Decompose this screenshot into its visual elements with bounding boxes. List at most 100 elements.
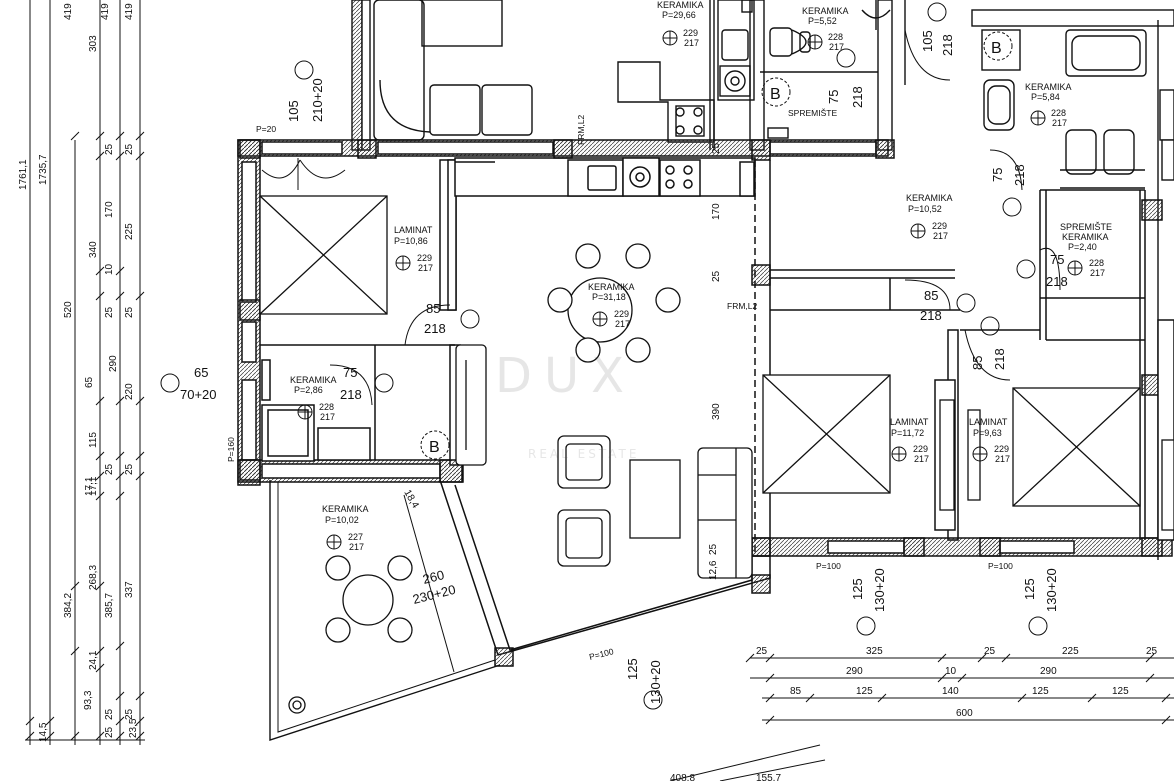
label-p20: P=20 (256, 124, 276, 134)
room-living: KERAMIKA P=31,18 229 217 (588, 282, 635, 329)
dim-total-2: 1735,7 (38, 154, 49, 185)
svg-text:KERAMIKA: KERAMIKA (588, 282, 635, 292)
window-2: 65 70+20 (160, 365, 217, 402)
svg-text:KERAMIKA: KERAMIKA (657, 0, 704, 10)
dim-25-d2: 25 (124, 306, 135, 318)
svg-text:25: 25 (756, 646, 768, 657)
boiler-label-2: B (770, 86, 781, 103)
dim-419-d: 419 (124, 3, 135, 20)
dim-171-c: 17,1 (84, 476, 95, 496)
svg-text:P=9,63: P=9,63 (973, 428, 1002, 438)
svg-text:130+20: 130+20 (1044, 568, 1059, 612)
svg-text:KERAMIKA: KERAMIKA (802, 6, 849, 16)
svg-text:217: 217 (829, 42, 844, 52)
svg-text:P=10,52: P=10,52 (908, 204, 942, 214)
svg-text:12,6: 12,6 (708, 560, 719, 580)
svg-text:LAMINAT: LAMINAT (969, 417, 1008, 427)
svg-text:KERAMIKA: KERAMIKA (1062, 232, 1109, 242)
svg-text:75: 75 (826, 90, 841, 104)
dim-25-d1: 25 (124, 143, 135, 155)
watermark: DUX REAL ESTATE (495, 348, 639, 461)
dim-65-c: 65 (84, 376, 95, 388)
svg-text:217: 217 (1090, 268, 1105, 278)
svg-text:217: 217 (914, 454, 929, 464)
svg-text:25: 25 (711, 270, 722, 282)
dim-25-d5: 25 (104, 726, 115, 738)
svg-text:85: 85 (970, 356, 985, 370)
svg-text:25: 25 (711, 142, 722, 154)
svg-text:125: 125 (1112, 686, 1129, 697)
dim-520: 520 (63, 301, 74, 318)
dim-241: 24,1 (88, 650, 99, 670)
svg-text:290: 290 (1040, 666, 1057, 677)
label-p100-c: P=100 (988, 561, 1013, 571)
dim-25-d3: 25 (124, 463, 135, 475)
svg-text:155,7: 155,7 (756, 773, 781, 781)
window-5: 125 130+20 (850, 568, 887, 636)
dim-171-b: 17,1 (88, 476, 99, 496)
room-living-top: KERAMIKA P=29,66 229 217 (657, 0, 704, 48)
room-storage: SPREMIŠTE KERAMIKA P=2,40 228 217 (1060, 222, 1112, 278)
svg-text:85: 85 (790, 686, 802, 697)
svg-text:18,4: 18,4 (401, 488, 420, 511)
door-1: 105 218 (920, 2, 955, 56)
svg-text:75: 75 (343, 365, 357, 380)
svg-text:229: 229 (614, 309, 629, 319)
svg-text:P=11,72: P=11,72 (891, 428, 924, 438)
dim-220-d: 220 (124, 383, 135, 400)
bottom-dimension-texts: 25 325 25 225 25 290 10 290 85 125 140 1… (670, 646, 1158, 781)
dim-93: 93,3 (83, 690, 94, 710)
dim-170-c: 170 (104, 201, 115, 218)
dim-384: 384,2 (63, 593, 74, 618)
room-bedroom-2: LAMINAT P=11,72 229 217 (890, 417, 929, 464)
room-bedroom-3: LAMINAT P=9,63 229 217 (969, 417, 1010, 464)
svg-text:LAMINAT: LAMINAT (394, 225, 433, 235)
svg-text:P=29,66: P=29,66 (662, 10, 696, 20)
svg-text:70+20: 70+20 (180, 387, 217, 402)
dining-table (567, 277, 633, 343)
svg-text:25: 25 (984, 646, 996, 657)
svg-text:229: 229 (932, 221, 947, 231)
svg-text:125: 125 (1022, 578, 1037, 600)
svg-text:218: 218 (1046, 274, 1068, 289)
dim-total-1: 1761,1 (18, 159, 29, 190)
svg-text:P=5,52: P=5,52 (808, 16, 837, 26)
svg-text:P=10,86: P=10,86 (394, 236, 428, 246)
svg-text:228: 228 (1051, 108, 1066, 118)
svg-text:408,8: 408,8 (670, 773, 695, 781)
left-dimension-lines (25, 0, 145, 745)
label-p100-a: P=100 (588, 646, 615, 662)
svg-text:75: 75 (990, 168, 1005, 182)
boiler-label-1: B (429, 439, 440, 456)
svg-text:260: 260 (421, 567, 446, 587)
dim-25-c4: 25 (104, 708, 115, 720)
dim-25-c2: 25 (104, 306, 115, 318)
window-dimensions: 105 210+20 65 70+20 260 230+20 125 130+2… (160, 60, 1059, 710)
svg-text:125: 125 (850, 578, 865, 600)
room-small-bath: KERAMIKA P=2,86 228 217 (290, 375, 337, 422)
label-p100-b: P=100 (816, 561, 841, 571)
furniture (259, 195, 1174, 714)
svg-text:P=2,86: P=2,86 (294, 385, 323, 395)
watermark-sub: REAL ESTATE (528, 447, 639, 461)
svg-text:217: 217 (418, 263, 433, 273)
svg-text:228: 228 (319, 402, 334, 412)
svg-text:228: 228 (1089, 258, 1104, 268)
room-hall: KERAMIKA P=10,52 229 217 (906, 193, 953, 241)
dim-3857: 385,7 (104, 593, 115, 618)
svg-text:229: 229 (913, 444, 928, 454)
svg-text:218: 218 (992, 348, 1007, 370)
svg-text:LAMINAT: LAMINAT (890, 417, 929, 427)
svg-text:229: 229 (417, 253, 432, 263)
svg-text:218: 218 (850, 86, 865, 108)
svg-text:229: 229 (994, 444, 1009, 454)
svg-text:KERAMIKA: KERAMIKA (1025, 82, 1072, 92)
svg-text:225: 225 (1062, 646, 1079, 657)
dim-340: 340 (88, 241, 99, 258)
door-dimensions: 105 218 75 218 75 218 85 218 75 218 85 2… (340, 2, 1068, 402)
svg-text:25: 25 (1146, 646, 1158, 657)
svg-text:KERAMIKA: KERAMIKA (322, 504, 369, 514)
svg-text:217: 217 (615, 319, 630, 329)
svg-text:25: 25 (708, 543, 719, 555)
door-5: 75 218 (340, 365, 394, 402)
